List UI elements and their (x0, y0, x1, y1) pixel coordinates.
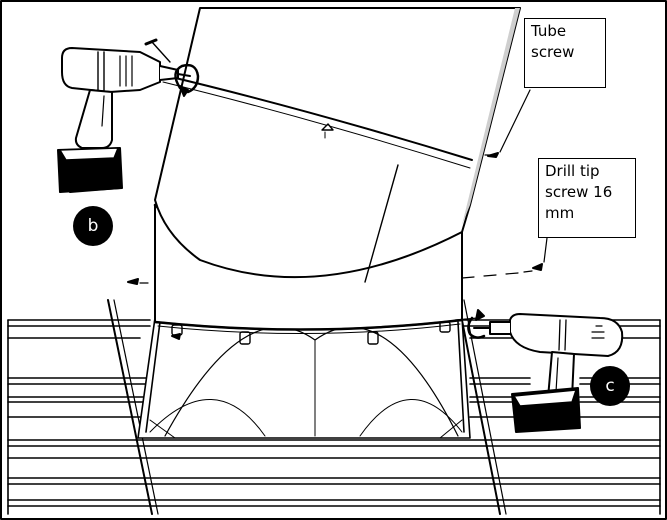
drill-tip-screw (532, 263, 543, 271)
drill-b (57, 47, 200, 193)
step-badge-c: c (590, 366, 630, 406)
callout-drill-tip-screw-line2: screw 16 (545, 183, 613, 201)
screw-collar-left (171, 333, 181, 340)
callout-drill-tip-screw-line3: mm (545, 204, 575, 222)
drill-c (467, 309, 624, 433)
roof-curb (137, 317, 471, 439)
callout-tube-screw-line1: Tube (531, 22, 567, 40)
callout-tube-screw-line2: screw (531, 43, 575, 61)
screw-top-left (144, 38, 171, 63)
main-tube (154, 7, 521, 283)
roof-grating (7, 299, 661, 515)
leader-lines (139, 89, 549, 321)
callout-drill-tip-screw-line1: Drill tip (545, 162, 600, 180)
step-badge-b: b (73, 206, 113, 246)
screw-left (127, 278, 139, 285)
callout-tube-screw: Tube screw (524, 18, 606, 88)
callout-drill-tip-screw: Drill tip screw 16 mm (538, 158, 636, 238)
